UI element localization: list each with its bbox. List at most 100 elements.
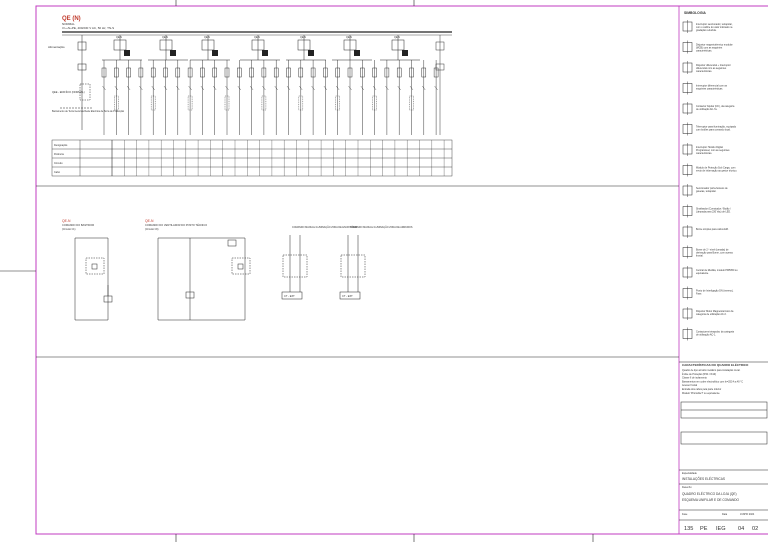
scheme4-box: CT - EXT [342, 294, 353, 298]
legend-item-line: (MCB) com as seguintes [696, 47, 723, 50]
legend-item-text: Borne simples para cabos EM. [696, 228, 729, 231]
scheme1-title: COMANDO DO BASTIDOR [62, 223, 94, 227]
mcb-icon [421, 67, 427, 78]
switch-contact-icon [286, 85, 291, 91]
legend-item-text: Disjuntor magnetotérmico modular(MCB) co… [696, 44, 733, 53]
legend-item-line: com botões para comando local. [696, 129, 731, 132]
branch-feeders [101, 35, 445, 135]
legend-item-text: Interruptor seccionador, tetrapolar,com … [696, 23, 733, 32]
legend-item-line: Interruptor seccionador, tetrapolar, [696, 23, 733, 26]
mcb-icon [200, 67, 205, 78]
group-header: QE-N [300, 36, 306, 39]
row-label-4: Cabo [54, 171, 61, 174]
scheme1-circuit [74, 237, 113, 321]
switch-contact-icon [397, 85, 401, 91]
scheme1-sub: (Circuito C1) [62, 228, 76, 231]
switch-contact-icon [213, 85, 217, 91]
scheme3-circuit [281, 235, 308, 300]
mcb-icon [323, 67, 328, 78]
rcd-icon [262, 50, 268, 56]
legend-item-line: Programável, com as seguintes [696, 149, 730, 152]
legend-item-line: Disjuntor Motor Magnetotérmico da [696, 310, 734, 313]
legend-item-line: seguintes características. [696, 88, 723, 91]
contactor-icon [114, 95, 119, 111]
mcb-icon [163, 67, 168, 78]
mcb-icon [409, 67, 414, 78]
switch-contact-icon [409, 85, 414, 91]
mcb-icon [435, 41, 445, 51]
mcb-icon [114, 67, 119, 78]
earth-bar-label: Barramento de Terra Geral da Rede Eléctr… [52, 110, 125, 113]
mcb-icon [298, 67, 304, 78]
switch-contact-icon [249, 85, 254, 91]
incoming-feeder [60, 35, 92, 130]
legend-title: SIMBOLOGIA [684, 11, 706, 15]
group-breaker [297, 39, 311, 51]
mcb-icon [396, 67, 402, 78]
legend-item-line: Borne simples para cabos EM. [696, 228, 729, 231]
drawing-title-1: QUADRO ELÉCTRICO DA LOJA (QE) [682, 491, 737, 496]
legend-item-line: gradação reduzida. [696, 29, 717, 32]
switch-contact-icon [163, 85, 168, 91]
legend-item-line: Contactores tetrapolar, da categoria [696, 331, 735, 334]
legend-item-line: equivalente. [696, 272, 709, 275]
switch-contact-icon [188, 85, 192, 91]
group-header: QE-N [394, 36, 400, 39]
scheme2-circuit [157, 237, 251, 321]
control-schemes: QE-N COMANDO DO BASTIDOR (Circuito C1) Q… [62, 219, 413, 321]
contactor-icon [409, 95, 414, 111]
title-block [679, 401, 768, 521]
switch-contact-icon [114, 85, 118, 91]
drawing-label: Desenho [682, 486, 692, 489]
mcb-icon [249, 67, 254, 78]
mcb-icon [224, 67, 230, 78]
legend-item-line: com o calibre do valor indicado na [696, 26, 733, 29]
row-label-2: Potência [54, 153, 64, 156]
group-header: QE-N [162, 36, 168, 39]
circuit-table [51, 139, 453, 177]
mcb-icon [435, 63, 445, 71]
group-header: QE-N [204, 36, 210, 39]
legend-item-line: envio de informação ao gestor técnico. [696, 170, 737, 173]
mcb-icon [310, 67, 316, 78]
mcb-icon [286, 67, 291, 78]
legend-item-line: Disjuntor magnetotérmico modular [696, 44, 733, 47]
switch-contact-icon [126, 85, 131, 91]
board-subtitle: NORMAL [62, 22, 75, 26]
char-line: Acesso frontal [682, 384, 698, 387]
legend-item-text: Sinalizador (Comutador / Botão /Lâmpada … [696, 208, 731, 214]
switch-contact-icon [139, 85, 143, 91]
group-header: QE-N [346, 36, 352, 39]
characteristics: CARACTERÍSTICAS DO QUADRO ELÉCTRICO Quad… [679, 361, 768, 395]
group-breaker [391, 39, 405, 51]
switch-contact-icon [200, 85, 205, 91]
char-line: Entrada dos cabos pela parte inferior [682, 388, 721, 391]
mcb-icon [273, 67, 279, 78]
group-breaker [251, 39, 265, 51]
legend-item-line: Telerruptor para iluminação, equipado [696, 126, 737, 129]
legend-item-line: Fase. [696, 293, 702, 296]
legend-item-line: Lâmpada para 230 Vac) de LED. [696, 211, 731, 214]
switch-contact-icon [102, 85, 106, 91]
char-line: Barramentos em cobre electrolítico com I… [682, 380, 743, 383]
discipline: INSTALAÇÕES ELÉCTRICAS [682, 476, 725, 481]
contactor-icon [224, 95, 230, 111]
legend-item-line: características. [696, 152, 712, 155]
mcb-icon [384, 67, 390, 78]
switch-contact-icon [237, 85, 241, 91]
legend-item-line: Ponto de Interligação DN (inverso), [696, 290, 734, 293]
switch-contact-icon [274, 85, 278, 91]
code-2: PE [700, 526, 708, 532]
switch-contact-icon [422, 85, 426, 91]
char-title: CARACTERÍSTICAS DO QUADRO ELÉCTRICO [682, 362, 749, 367]
mcb-icon [187, 67, 193, 78]
